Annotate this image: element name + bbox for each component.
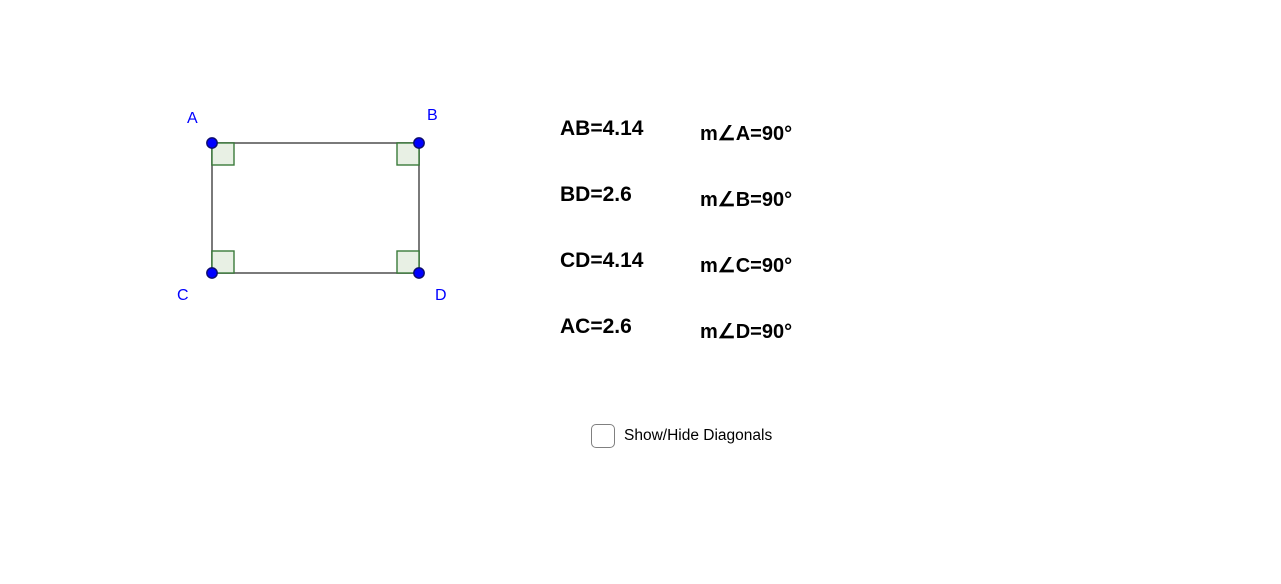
right-angle-marker-b bbox=[396, 142, 420, 166]
measurement-cd: CD=4.14 bbox=[560, 249, 644, 272]
diagonals-toggle-row[interactable]: Show/Hide Diagonals bbox=[591, 424, 772, 448]
vertex-point-a[interactable] bbox=[206, 137, 218, 149]
measurement-ac: AC=2.6 bbox=[560, 315, 632, 338]
vertex-label-a: A bbox=[187, 110, 198, 127]
right-angle-marker-a bbox=[211, 142, 235, 166]
vertex-label-b: B bbox=[427, 107, 438, 124]
show-hide-diagonals-checkbox[interactable] bbox=[591, 424, 615, 448]
vertex-point-c[interactable] bbox=[206, 267, 218, 279]
measurement-angle-a: m∠A=90° bbox=[700, 123, 793, 145]
measurement-angle-c: m∠C=90° bbox=[700, 255, 793, 277]
measurement-bd: BD=2.6 bbox=[560, 183, 632, 206]
vertex-label-c: C bbox=[177, 287, 189, 304]
measurement-angle-d: m∠D=90° bbox=[700, 321, 793, 343]
show-hide-diagonals-label[interactable]: Show/Hide Diagonals bbox=[624, 427, 773, 444]
vertex-point-d[interactable] bbox=[413, 267, 425, 279]
right-angle-marker-d bbox=[396, 250, 420, 274]
measurement-angle-b: m∠B=90° bbox=[700, 189, 793, 211]
right-angle-marker-c bbox=[211, 250, 235, 274]
vertex-point-b[interactable] bbox=[413, 137, 425, 149]
measurement-ab: AB=4.14 bbox=[560, 117, 644, 140]
vertex-label-d: D bbox=[435, 287, 447, 304]
